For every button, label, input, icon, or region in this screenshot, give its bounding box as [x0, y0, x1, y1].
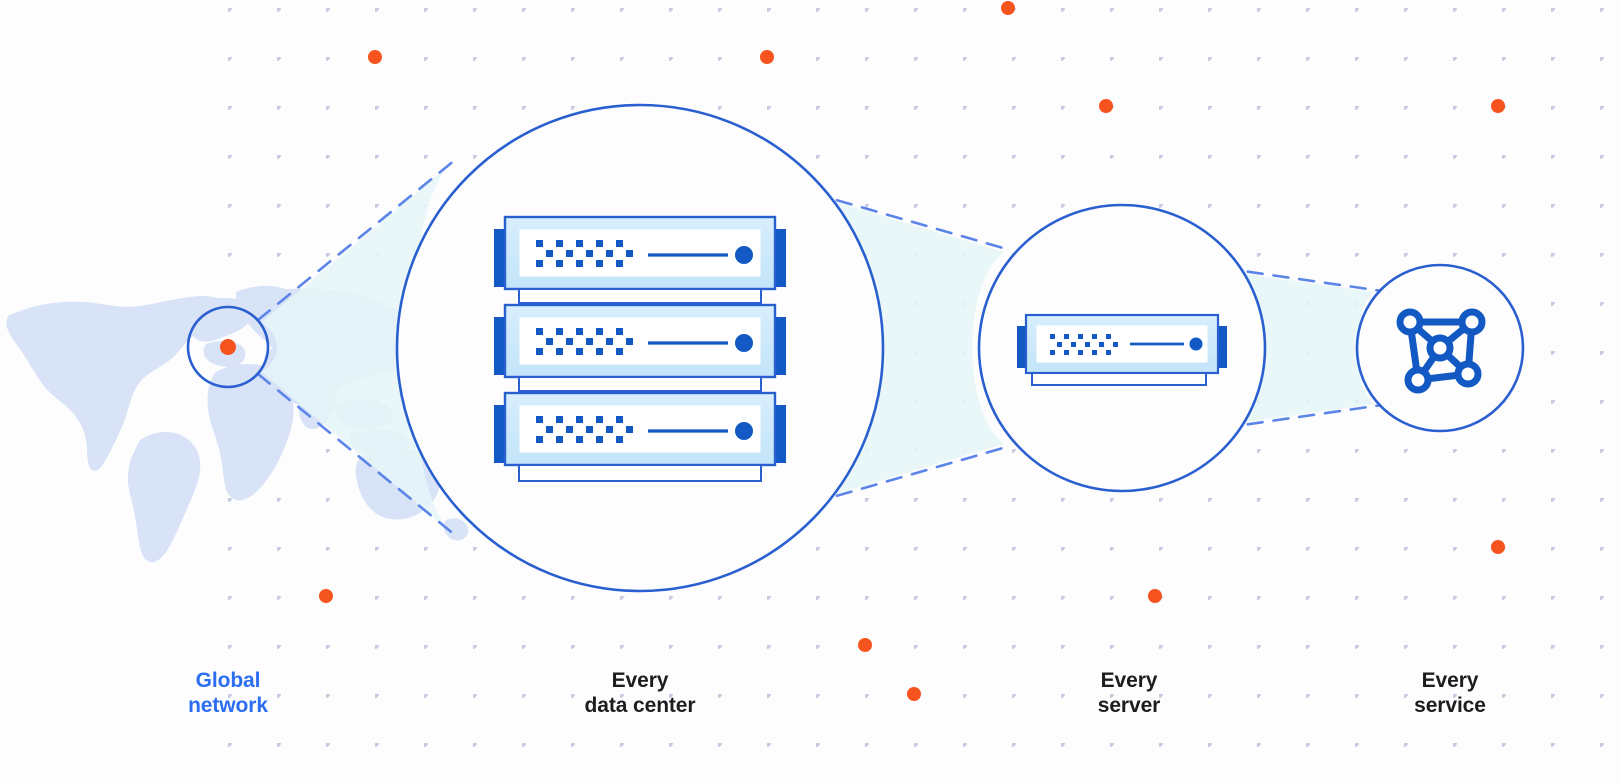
- orange-dot: [1099, 99, 1113, 113]
- funnel-datacenter-to-server-edge-top: [810, 191, 1012, 252]
- service-circle: [1355, 263, 1525, 433]
- stage-data-center[interactable]: [395, 103, 885, 593]
- mesh-node-top-left: [1396, 308, 1424, 336]
- label-server: Every server: [1097, 669, 1161, 717]
- rack-unit-1-indicator: [735, 246, 753, 264]
- orange-accent-dots: [319, 1, 1505, 701]
- funnel-global-to-datacenter-edge-bottom: [256, 372, 457, 537]
- funnel-datacenter-to-server-edge-bottom: [810, 444, 1012, 505]
- rack-unit-1-screen: [519, 229, 761, 277]
- stage-global-network[interactable]: [186, 305, 270, 389]
- rack-unit-3-indicator: [735, 422, 753, 440]
- rack-spacer-2: [518, 376, 762, 392]
- mesh-node-top-right: [1458, 308, 1486, 336]
- label-data-center: Every data center: [584, 669, 696, 717]
- rack-unit-3-screen: [519, 405, 761, 453]
- rack-unit-1-led-matrix: [536, 240, 633, 267]
- orange-dot: [1491, 99, 1505, 113]
- orange-dot: [1491, 540, 1505, 554]
- rack-unit-1: [494, 215, 786, 291]
- rack-unit-3-led-matrix: [536, 416, 633, 443]
- orange-dot: [760, 50, 774, 64]
- single-server-led-matrix: [1050, 334, 1118, 355]
- single-server-base-rail: [1031, 372, 1207, 386]
- single-server-icon: [1017, 313, 1227, 386]
- label-service: Every service: [1414, 669, 1486, 717]
- funnel-server-to-service-edge-bottom: [1220, 403, 1384, 430]
- server-circle: [977, 203, 1267, 493]
- funnel-global-to-datacenter-edge-top: [256, 158, 457, 322]
- network-mesh-nodes: [1396, 308, 1486, 394]
- rack-unit-3: [494, 391, 786, 467]
- mesh-node-bottom-left: [1404, 366, 1432, 394]
- mesh-node-center: [1426, 334, 1454, 362]
- orange-dot: [1148, 589, 1162, 603]
- stage-service[interactable]: [1355, 263, 1525, 433]
- single-server-indicator: [1189, 337, 1203, 351]
- location-marker-dot: [220, 339, 236, 355]
- funnel-server-to-service-edge-top: [1220, 266, 1384, 293]
- mesh-node-bottom-right: [1454, 360, 1482, 388]
- rack-unit-2-led-matrix: [536, 328, 633, 355]
- funnel-server-to-service: [1232, 272, 1374, 424]
- global-network-circle: [186, 305, 270, 389]
- stage-server[interactable]: [977, 203, 1267, 493]
- rack-base-rail: [518, 464, 762, 482]
- orange-dot: [368, 50, 382, 64]
- rack-spacer-1: [518, 288, 762, 304]
- rack-unit-2-indicator: [735, 334, 753, 352]
- orange-dot: [319, 589, 333, 603]
- rack-unit-2: [494, 303, 786, 379]
- data-center-circle: [395, 103, 885, 593]
- label-global-network: Global network: [188, 669, 268, 717]
- orange-dot: [1001, 1, 1015, 15]
- funnel-global-to-datacenter: [262, 163, 452, 533]
- orange-dot: [858, 638, 872, 652]
- server-rack-icon: [494, 215, 786, 482]
- rack-unit-2-screen: [519, 317, 761, 365]
- orange-dot: [907, 687, 921, 701]
